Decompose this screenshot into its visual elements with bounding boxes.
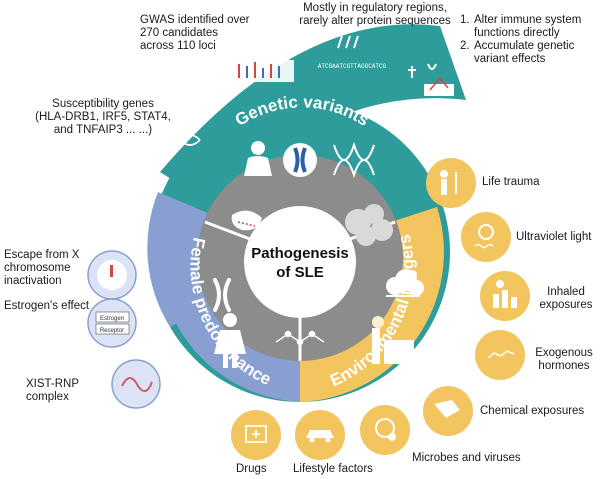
center-core [244, 206, 356, 318]
dna-sequence-text: ATCGAATCGTTAGGCATCG [318, 63, 387, 70]
regulatory-region-icon [337, 35, 359, 49]
life-trauma-label: Life trauma [482, 176, 540, 188]
ultraviolet-light-label: Ultraviolet light [516, 231, 592, 243]
exogenous-hormones-label: Exogenous hormones [535, 347, 593, 372]
lifestyle-factors-label: Lifestyle factors [293, 463, 373, 475]
drugs-icon [231, 410, 281, 460]
life-trauma-icon [426, 158, 476, 208]
factory-icon [372, 316, 414, 364]
escape-x-inactivation-label: Escape from X chromosome inactivation [4, 249, 80, 287]
band-flow-arrow [195, 91, 227, 119]
virus-cloud-icon [345, 204, 393, 246]
car-icon [295, 410, 345, 460]
inhaled-exposure-icon [480, 271, 530, 321]
susceptibility-genes-note: Susceptibility genes (HLA-DRB1, IRF5, ST… [35, 98, 171, 136]
hormone-molecule-icon [475, 330, 525, 380]
estrogen-effect-label: Estrogen's effect [4, 300, 90, 312]
sun-icon [461, 212, 511, 262]
chromosome-circle-icon [283, 143, 317, 177]
x-chromosome-icon [213, 278, 231, 312]
wind-cloud-icon [386, 269, 424, 297]
chemical-exposures-label: Chemical exposures [480, 405, 585, 417]
center-title-line1: Pathogenesis [251, 245, 349, 262]
estrogen-box-top: Estrogen [100, 316, 124, 322]
chemical-exposure-icon [423, 386, 473, 436]
dna-strand-icon [159, 134, 201, 146]
xist-rnp-icon [111, 359, 161, 409]
center-title-line2: of SLE [276, 264, 324, 281]
gwas-chart-icon [230, 60, 294, 82]
female-figure-icon [214, 313, 246, 368]
genetic-effects-list: 1. Alter immune system functions directl… [460, 14, 582, 65]
gwas-note: GWAS identified over 270 candidates acro… [140, 14, 250, 52]
immune-cell-icon [231, 210, 262, 231]
inhaled-exposures-label: Inhaled exposures [539, 286, 593, 311]
molecule-chain-icon [275, 330, 325, 346]
escape-x-inactivation-icon [87, 250, 137, 300]
immune-cell-effect-icon [408, 63, 437, 78]
regulatory-region-note: Mostly in regulatory regions, rarely alt… [299, 2, 451, 27]
drugs-label: Drugs [236, 463, 267, 475]
estrogen-receptor-icon [87, 298, 137, 348]
variant-accumulation-icon [424, 76, 454, 96]
baby-icon [244, 141, 272, 176]
xist-rnp-label: XIST-RNP complex [26, 378, 79, 403]
estrogen-box-bottom: Receptor [100, 328, 124, 334]
microbes-icon [360, 405, 410, 455]
dna-helix-icon [333, 141, 375, 179]
microbes-viruses-label: Microbes and viruses [412, 452, 521, 464]
